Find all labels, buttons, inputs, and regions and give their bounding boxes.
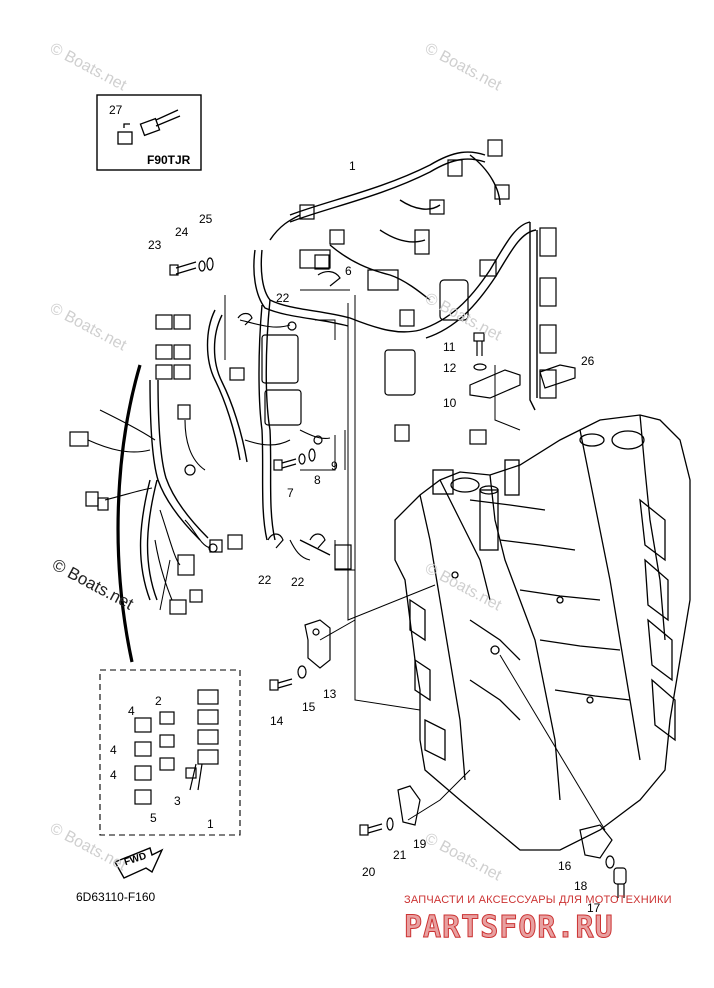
engine-block [394,414,691,851]
callout-27: 27 [109,103,123,117]
callout-24: 24 [175,225,189,239]
callout-8: 8 [314,473,321,487]
callout-9: 9 [331,459,338,473]
callout-4a: 4 [128,704,135,718]
callout-7: 7 [287,486,294,500]
callout-1: 1 [349,159,356,173]
lower-inset-box [99,669,241,836]
callout-19: 19 [413,837,427,851]
leader-lines [159,289,606,831]
inset-box-f90tjr [96,94,202,171]
callout-5: 5 [150,811,157,825]
callout-20: 20 [362,865,376,879]
fwd-arrow-icon [113,847,164,879]
callout-26: 26 [581,354,595,368]
callout-11: 11 [443,340,456,354]
small-parts [169,257,627,898]
callout-2: 2 [155,694,162,708]
callout-6: 6 [345,264,352,278]
callout-18: 18 [574,879,588,893]
callout-14: 14 [270,714,284,728]
callout-21: 21 [393,848,407,862]
callout-25: 25 [199,212,213,226]
callout-23: 23 [148,238,162,252]
brand-subtitle: ЗАПЧАСТИ И АКСЕССУАРЫ ДЛЯ МОТОТЕХНИКИ [404,894,672,906]
callout-12: 12 [443,361,457,375]
callout-22a: 22 [276,291,290,305]
brand-logo: PARTSFOR.RU [404,910,614,946]
callout-3: 3 [174,794,181,808]
callout-15: 15 [302,700,316,714]
callout-4c: 4 [110,768,117,782]
callout-16: 16 [558,859,572,873]
callout-17: 17 [587,901,601,915]
inset-connectors [134,689,219,805]
callout-10: 10 [443,396,457,410]
callout-13: 13 [323,687,337,701]
callout-22c: 22 [291,575,305,589]
inset-model-label: F90TJR [147,153,191,167]
diagram-code: 6D63110-F160 [76,890,156,904]
callout-4b: 4 [110,743,117,757]
wire-harness [139,151,538,601]
harness-connectors [69,139,557,615]
inset-pointer-line [116,364,142,663]
side-wires [87,319,331,601]
connector-27-icon [117,109,181,145]
callout-1b: 1 [207,817,214,831]
callout-22b: 22 [258,573,272,587]
